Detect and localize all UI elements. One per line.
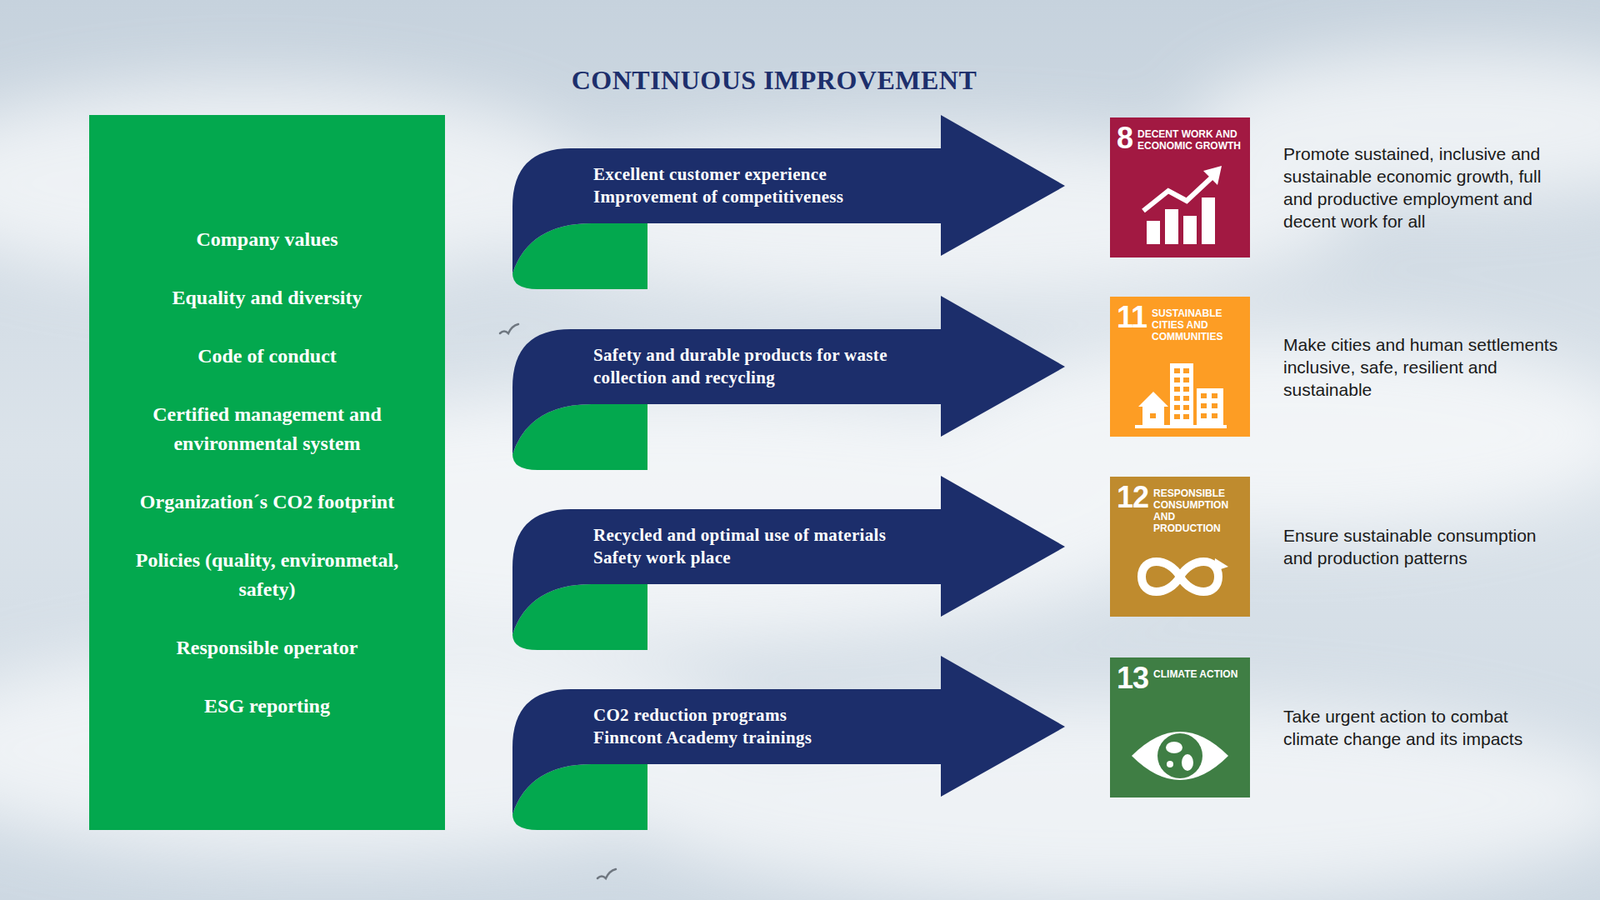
clouds [0,50,1600,900]
arrow-text: Safety and durable products for waste co… [593,344,960,390]
value-item: Certified management and environmental s… [130,400,405,459]
tower [1170,363,1194,425]
arrow-body [512,295,1065,455]
value-item: ESG reporting [204,691,330,721]
window [1211,393,1218,399]
sdg-goal-tile: 12RESPONSIBLE CONSUMPTION AND PRODUCTION [1110,476,1250,617]
window [1174,386,1180,392]
goal-title: RESPONSIBLE CONSUMPTION AND PRODUCTION [1153,487,1245,535]
values-panel: Company valuesEquality and diversityCode… [89,115,445,830]
value-item: Policies (quality, environmetal, safety) [130,545,405,605]
arrow-body [512,655,1065,815]
ribbon-arrow: Safety and durable products for waste co… [512,295,1065,470]
goal-number: 13 [1116,660,1149,696]
window [1183,395,1190,401]
block [1196,388,1224,425]
window [1174,395,1180,401]
diagram-title: CONTINUOUS IMPROVEMENT [357,64,1191,96]
house-roof [1138,391,1169,407]
bird [597,869,616,879]
continent [1181,754,1194,771]
ribbon-arrow: Recycled and optimal use of materialsSaf… [512,475,1065,650]
window [1174,377,1180,383]
goal-title: DECENT WORK AND ECONOMIC GROWTH [1137,128,1245,152]
arrow-text: Safety work place [593,546,960,570]
arrow-text: CO2 reduction programs [593,704,960,727]
arrow-text: Finncont Academy trainings [593,726,960,750]
window [1150,413,1156,419]
window [1200,393,1207,399]
window [1211,403,1218,409]
goal-description: Take urgent action to combat climate cha… [1283,705,1563,750]
house [1142,405,1165,425]
sdg-icon [1135,363,1227,429]
sdg-goal-tile: 13 CLIMATE ACTION [1110,657,1250,798]
trend-line [1143,177,1212,211]
window [1183,386,1190,392]
window [1174,405,1180,410]
window [1211,413,1218,419]
arrow-text: Excellent customer experience [593,163,960,186]
window [1183,368,1190,374]
window [1174,368,1180,374]
infinity-loop [1141,561,1219,592]
trend-head [1203,165,1222,185]
arrow-body [512,475,1065,635]
window [1200,403,1207,409]
arrow-text: Recycled and optimal use of materials [593,524,960,547]
bar [1146,220,1160,245]
goal-description: Make cities and human settlements inclus… [1283,333,1563,401]
window [1174,414,1180,420]
goal-description: Promote sustained, inclusive and sustain… [1283,142,1563,233]
bird [500,324,519,334]
window [1183,405,1190,410]
loop-head [1213,558,1229,572]
bar [1201,197,1215,245]
ribbon-arrow: Excellent customer experienceImprovement… [512,115,1065,290]
bar [1183,215,1197,245]
goal-number: 8 [1116,120,1133,156]
value-item: Code of conduct [197,341,337,371]
goal-title: CLIMATE ACTION [1153,668,1245,680]
sdg-icon [1143,165,1222,245]
sdg-goal-tile: 11SUSTAINABLE CITIES AND COMMUNITIES [1110,296,1250,437]
value-item: Equality and diversity [171,283,362,313]
value-item: Company values [195,225,338,255]
arrow-text: Improvement of competitiveness [593,185,960,209]
goal-description: Ensure sustainable consumption and produ… [1283,524,1563,570]
value-item: Responsible operator [176,633,359,663]
sdg-icon [1131,731,1229,780]
eye-shape [1131,731,1229,780]
sdg-goal-tile: 8DECENT WORK AND ECONOMIC GROWTH [1110,117,1250,258]
bar [1165,209,1179,245]
value-item: Organization´s CO2 footprint [140,487,395,517]
continent [1166,760,1174,768]
globe [1157,733,1203,779]
sdg-icon [1141,558,1229,592]
goal-number: 12 [1116,480,1149,515]
goal-number: 11 [1116,300,1147,335]
continent [1165,741,1183,754]
window [1200,413,1207,419]
arrow-body [512,115,1065,274]
window [1183,414,1190,420]
goal-title: SUSTAINABLE CITIES AND COMMUNITIES [1151,307,1245,343]
window [1183,377,1190,383]
ground [1135,425,1227,429]
ribbon-arrow: CO2 reduction programsFinncont Academy t… [512,655,1065,830]
